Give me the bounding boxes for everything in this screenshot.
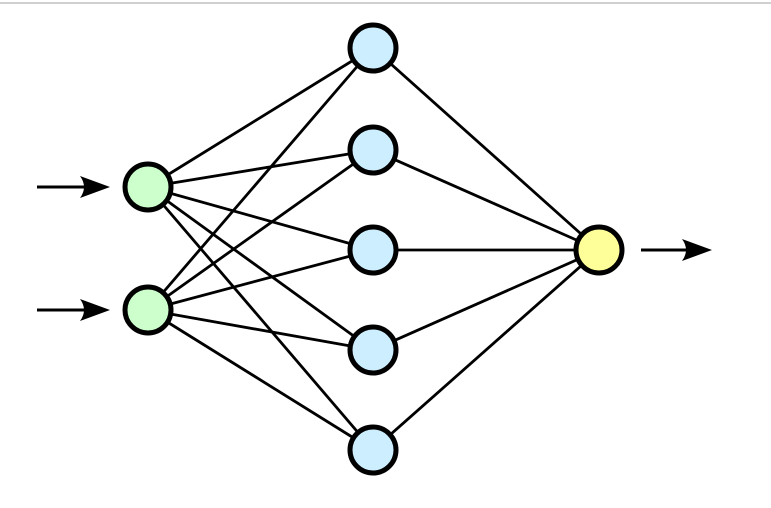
input-node-1: [122, 161, 174, 213]
hidden-node-3: [347, 224, 399, 276]
nodes-group: [122, 22, 625, 476]
edges-group: [146, 46, 600, 452]
edge-hidden4-output1: [372, 248, 600, 352]
input-arrow-1-arrowhead-icon: [80, 176, 110, 198]
output-arrow-1-arrowhead-icon: [682, 239, 712, 261]
edge-input2-hidden4: [147, 308, 374, 352]
hidden-node-1: [347, 22, 399, 74]
input-node-2: [122, 284, 174, 336]
edge-hidden1-output1: [372, 46, 600, 252]
edge-hidden2-output1: [372, 148, 600, 252]
edge-input2-hidden3: [147, 248, 374, 312]
hidden-node-2: [347, 124, 399, 176]
input-arrow-2-arrowhead-icon: [80, 299, 110, 321]
edge-input2-hidden5: [147, 308, 374, 452]
edge-input1-hidden3: [147, 185, 374, 252]
edge-input1-hidden5: [146, 186, 375, 451]
output-node-1: [573, 224, 625, 276]
edge-hidden5-output1: [372, 248, 600, 452]
arrows-group: [37, 176, 712, 321]
hidden-node-4: [347, 324, 399, 376]
edge-input1-hidden4: [147, 185, 374, 352]
edge-input1-hidden2: [147, 148, 374, 189]
edge-input1-hidden1: [147, 46, 374, 189]
edge-input2-hidden2: [147, 148, 374, 312]
edge-input2-hidden1: [146, 47, 375, 311]
hidden-node-5: [347, 424, 399, 476]
top-border: [0, 2, 771, 4]
